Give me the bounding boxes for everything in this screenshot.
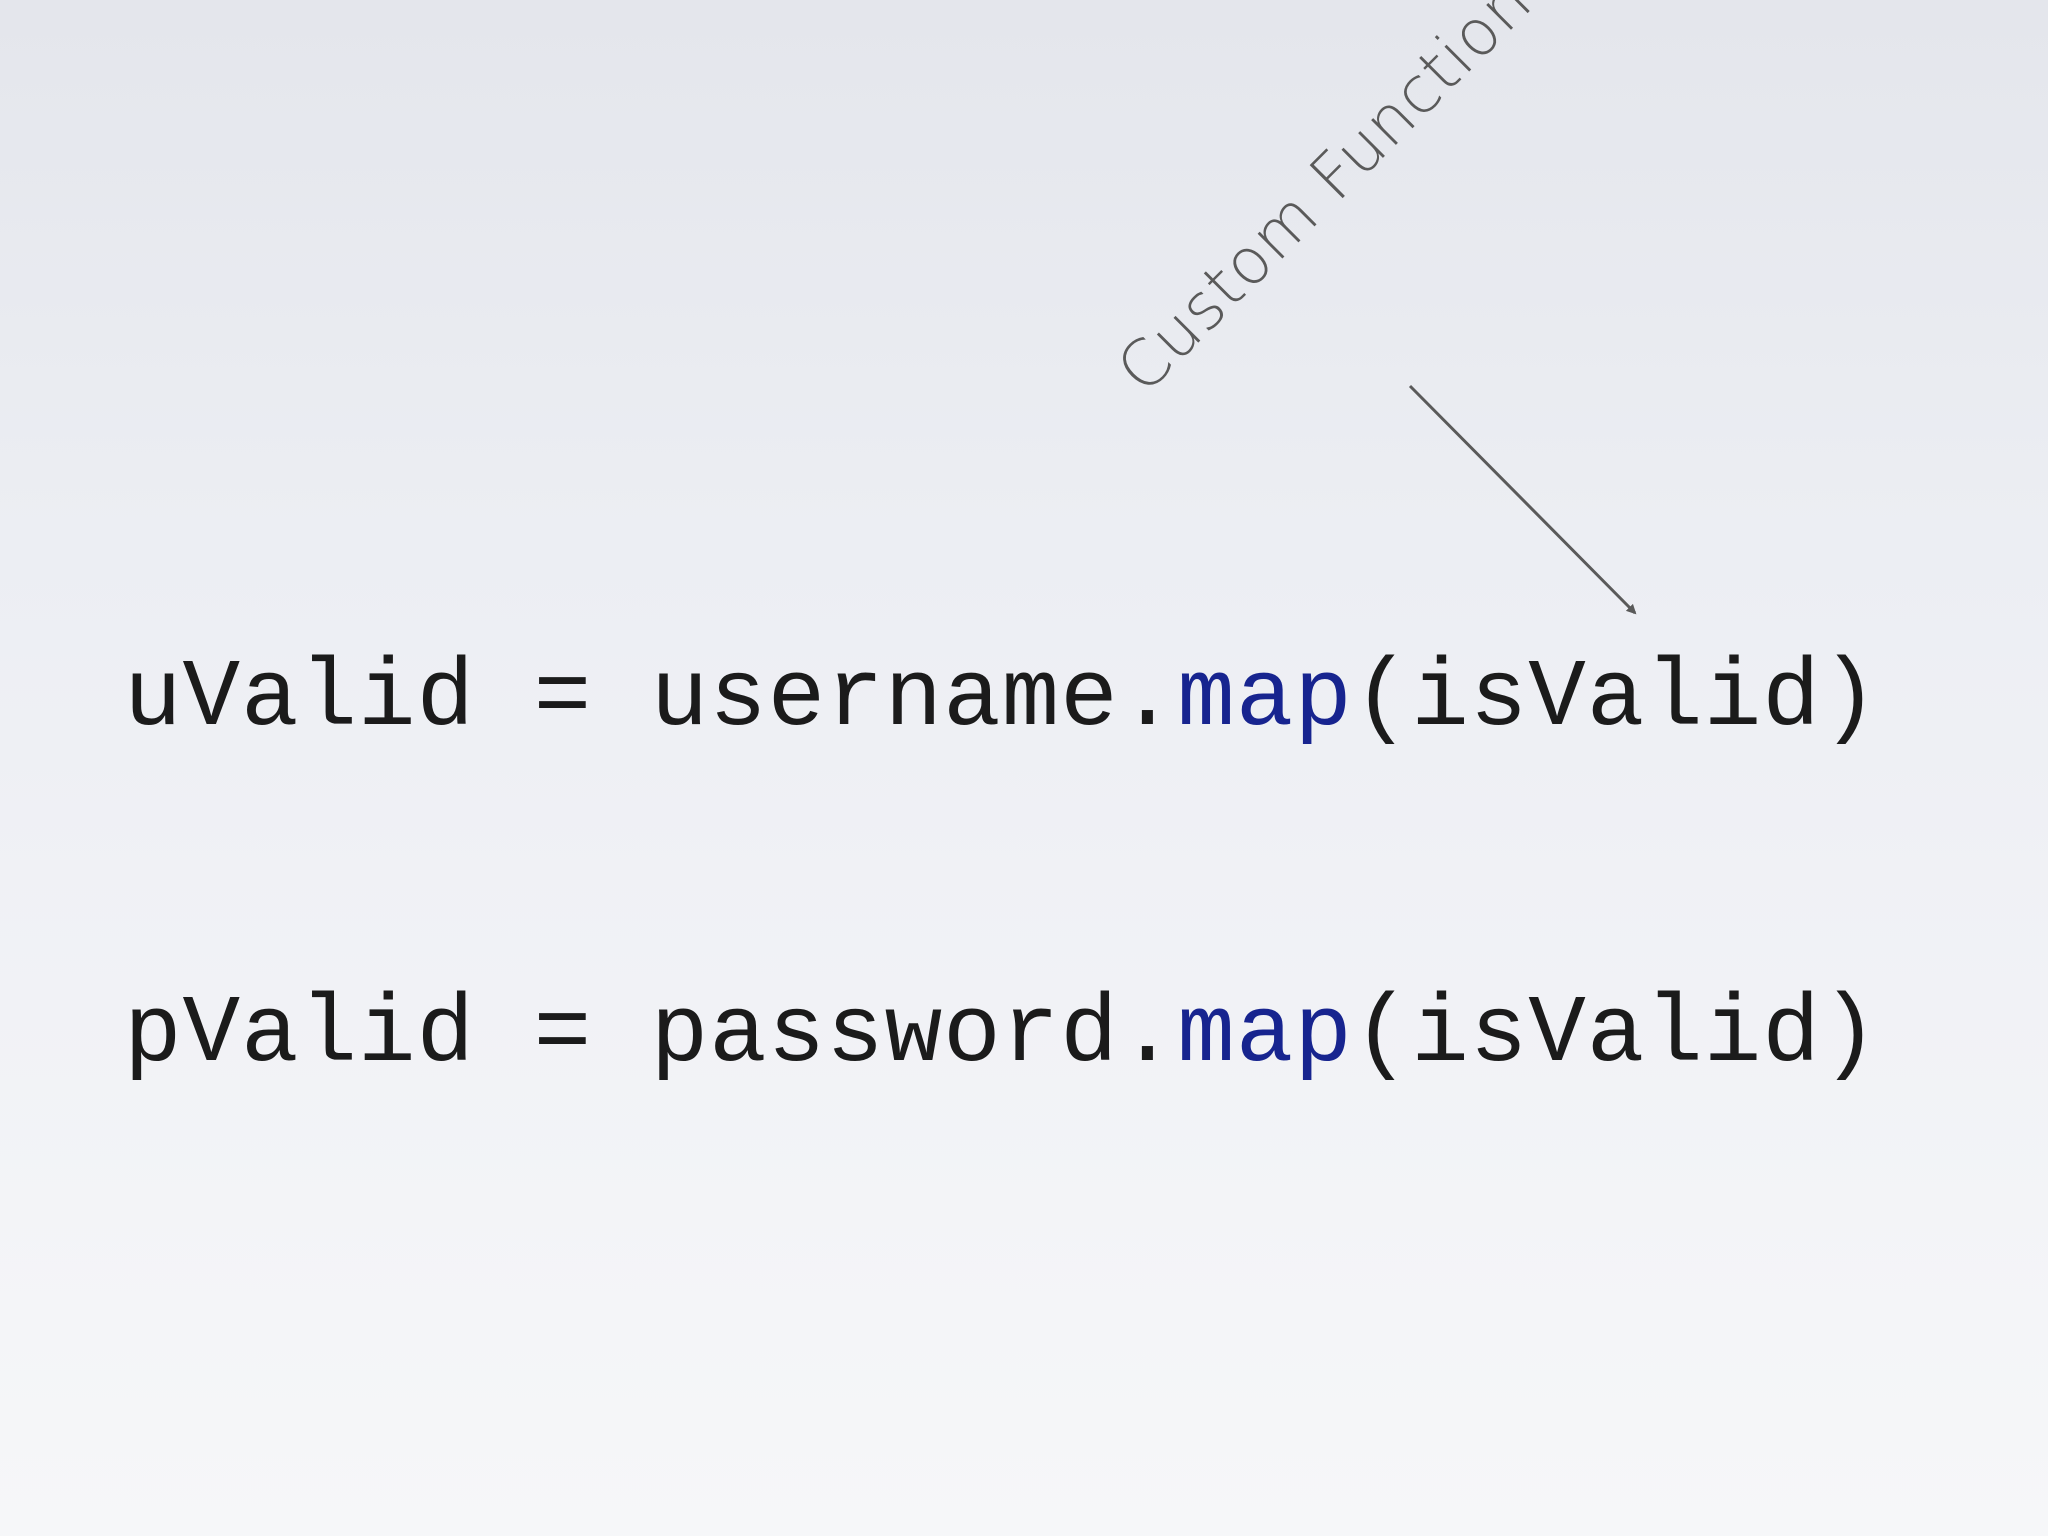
code-line-pvalid: pValid = password.map(isValid) bbox=[124, 980, 1879, 1090]
annotation-label: Custom Function bbox=[1103, 0, 1547, 408]
arrow-line bbox=[1408, 384, 1637, 615]
code-method-map: map bbox=[1177, 644, 1353, 753]
code-object: username bbox=[650, 644, 1119, 753]
code-arguments: (isValid) bbox=[1352, 980, 1880, 1089]
code-dot: . bbox=[1118, 644, 1178, 753]
code-variable: pValid bbox=[124, 980, 476, 1089]
code-operator: = bbox=[475, 644, 651, 753]
code-arguments: (isValid) bbox=[1352, 644, 1880, 753]
code-variable: uValid bbox=[124, 644, 476, 753]
code-method-map: map bbox=[1177, 980, 1353, 1089]
code-dot: . bbox=[1118, 980, 1178, 1089]
code-line-uvalid: uValid = username.map(isValid) bbox=[124, 644, 1879, 754]
code-operator: = bbox=[475, 980, 651, 1089]
code-object: password bbox=[650, 980, 1119, 1089]
